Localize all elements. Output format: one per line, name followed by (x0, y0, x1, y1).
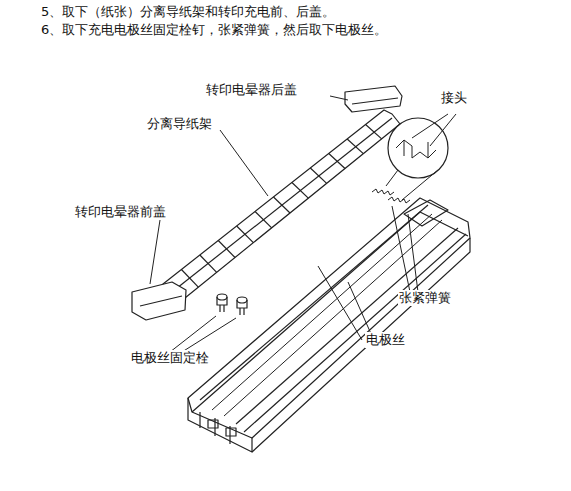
note-text: 5、取下（纸张）分离导纸架和转印充电前、后盖。 (40, 4, 336, 20)
frame-rib (218, 241, 235, 258)
frame-rib (181, 270, 198, 288)
electrode-pin (217, 294, 247, 315)
note-text: 6、取下充电电极丝固定栓钉，张紧弹簧，然后取下电极丝。 (40, 22, 388, 38)
part-label: 转印电晕器前盖 (74, 204, 167, 220)
tension-spring (372, 189, 410, 203)
frame-rib (200, 255, 217, 272)
part-label: 电极丝 (365, 332, 406, 348)
electrode-wire (212, 214, 432, 410)
frame-rib (310, 168, 326, 183)
frame-rib (366, 125, 382, 139)
front-cover (132, 282, 186, 320)
frame-rib (329, 154, 345, 169)
frame-rib (347, 139, 363, 154)
part-label: 电极丝固定栓 (130, 350, 210, 366)
frame-rib (237, 226, 254, 243)
frame-rib (274, 197, 291, 213)
part-label: 张紧弹簧 (398, 290, 452, 306)
part-label: 分离导纸架 (146, 116, 213, 132)
frame-rib (255, 212, 272, 228)
leader-line (150, 96, 456, 352)
connector-detail (388, 118, 448, 178)
corona-housing (188, 198, 470, 438)
part-label: 转印电晕器后盖 (205, 82, 298, 98)
rear-cover (345, 86, 402, 112)
part-label: 接头 (440, 90, 468, 106)
frame-rib (292, 183, 308, 199)
